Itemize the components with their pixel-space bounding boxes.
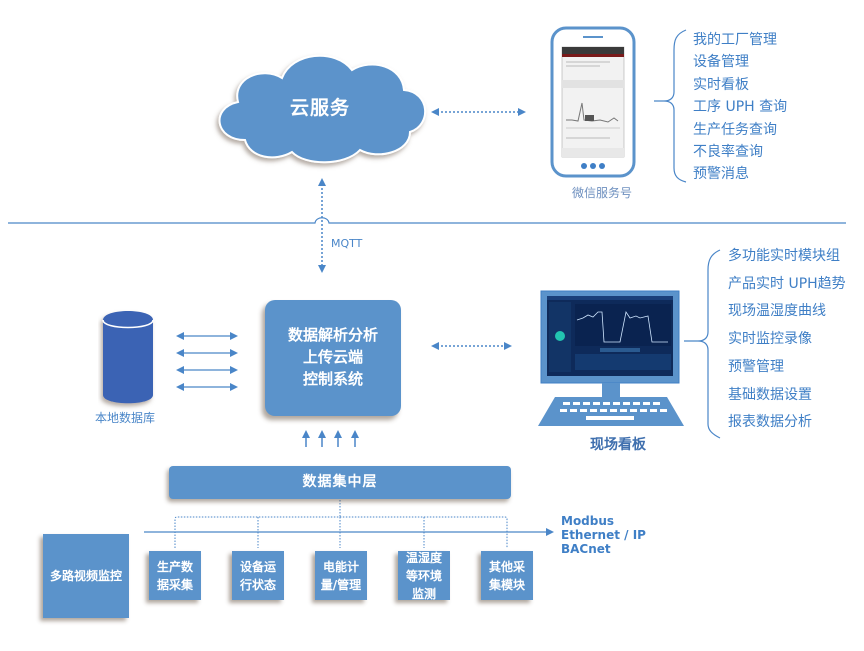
mobile-feature: 不良率查询	[693, 144, 763, 161]
protocol-list: Modbus Ethernet / IP BACnet	[561, 514, 646, 556]
module-line: 监测	[411, 586, 436, 601]
mobile-feature-list: 我的工厂管理 设备管理 实时看板 工序 UPH 查询 生产任务查询 不良率查询 …	[693, 29, 787, 186]
video-monitoring-box: 多路视频监控	[43, 534, 129, 618]
module-line: 量/管理	[320, 577, 362, 592]
mobile-feature: 生产任务查询	[693, 121, 777, 138]
concentrator-bus	[174, 500, 508, 548]
mobile-feature: 设备管理	[693, 54, 749, 71]
kanban-feature: 现场温湿度曲线	[728, 303, 826, 320]
network-divider	[8, 217, 846, 224]
core-line: 数据解析分析	[287, 326, 378, 344]
phone-feature-brace	[654, 29, 687, 183]
kanban-monitor	[538, 290, 684, 426]
mobile-feature: 实时看板	[693, 76, 749, 93]
mqtt-label: MQTT	[331, 237, 363, 250]
module-line: 电能计	[322, 559, 359, 574]
cloud-service-label: 云服务	[289, 97, 350, 119]
mobile-feature: 工序 UPH 查询	[693, 99, 788, 116]
module-line: 设备运	[239, 559, 276, 574]
kanban-feature-list: 多功能实时模块组 产品实时 UPH趋势 现场温湿度曲线 实时监控录像 预警管理 …	[728, 243, 846, 437]
protocol-item: Modbus	[561, 514, 615, 528]
module-environment-monitoring: 温湿度等环境监测	[398, 550, 450, 601]
module-line: 集模块	[488, 577, 525, 592]
module-equipment-status: 设备运行状态	[232, 551, 284, 600]
protocol-item: BACnet	[561, 542, 611, 556]
module-line: 生产数	[156, 559, 193, 574]
core-system-box: 数据解析分析 上传云端 控制系统	[265, 300, 401, 416]
module-line: 据采集	[156, 577, 193, 592]
module-production-data: 生产数据采集	[149, 551, 201, 600]
local-database-caption: 本地数据库	[94, 411, 155, 425]
module-line: 行状态	[239, 577, 276, 592]
kanban-feature: 多功能实时模块组	[728, 248, 840, 264]
kanban-feature: 产品实时 UPH趋势	[728, 275, 846, 292]
kanban-feature: 基础数据设置	[728, 386, 812, 403]
core-line: 控制系统	[302, 370, 363, 388]
module-other-collection: 其他采集模块	[481, 551, 533, 600]
kanban-feature: 预警管理	[728, 358, 784, 375]
database-cylinder	[102, 311, 154, 404]
kanban-caption: 现场看板	[590, 437, 646, 453]
core-line: 上传云端	[302, 348, 363, 366]
mobile-feature: 我的工厂管理	[693, 32, 777, 48]
kanban-feature-brace	[684, 249, 721, 439]
cloud-service-shape	[218, 54, 426, 164]
wechat-service-caption: 微信服务号	[571, 186, 632, 200]
module-line: 其他采	[488, 559, 525, 574]
kanban-feature: 报表数据分析	[728, 414, 812, 431]
upload-arrows	[302, 430, 359, 447]
module-line: 等环境	[405, 568, 442, 583]
phone-device	[550, 26, 636, 178]
module-line: 温湿度	[405, 550, 442, 565]
data-concentrator-layer: 数据集中层	[169, 466, 511, 499]
module-energy-metering: 电能计量/管理	[315, 551, 367, 600]
mobile-feature: 预警消息	[693, 166, 749, 183]
protocol-item: Ethernet / IP	[561, 528, 646, 542]
db-core-arrows	[176, 332, 238, 391]
kanban-feature: 实时监控录像	[728, 331, 812, 348]
